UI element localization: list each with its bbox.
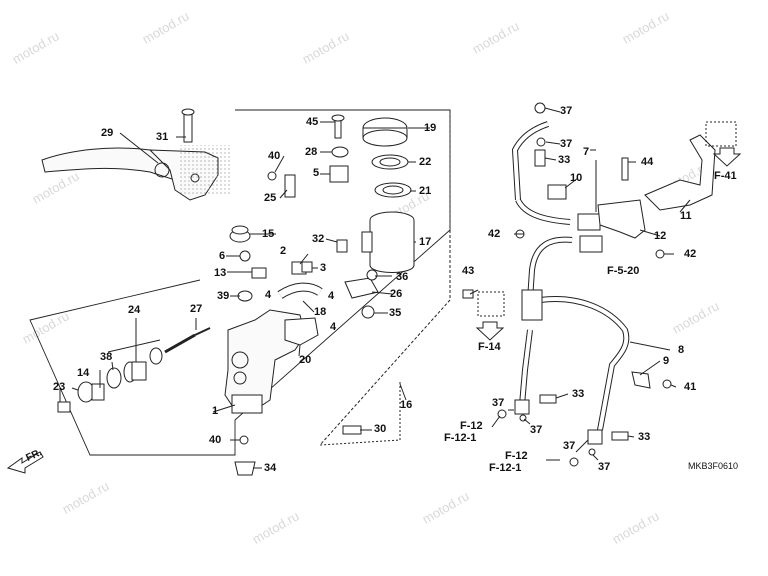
part-label-34[interactable]: 34 bbox=[264, 462, 277, 474]
part-label-12[interactable]: 12 bbox=[654, 230, 667, 242]
part-label-11[interactable]: 11 bbox=[680, 210, 692, 222]
part-label-40[interactable]: 40 bbox=[268, 150, 281, 162]
part-label-14[interactable]: 14 bbox=[77, 367, 90, 379]
ref-f12-1[interactable]: F-12-1 bbox=[489, 462, 522, 474]
part-label-40[interactable]: 40 bbox=[209, 434, 222, 446]
ref-f12-1[interactable]: F-12-1 bbox=[444, 432, 477, 444]
part-label-31[interactable]: 31 bbox=[156, 131, 169, 143]
part-label-20[interactable]: 20 bbox=[299, 354, 312, 366]
part-label-2[interactable]: 2 bbox=[280, 245, 287, 257]
part-label-18[interactable]: 18 bbox=[314, 306, 327, 318]
part-label-4[interactable]: 4 bbox=[330, 321, 337, 333]
part-label-42[interactable]: 42 bbox=[684, 248, 697, 260]
part-label-7[interactable]: 7 bbox=[583, 146, 590, 158]
part-label-4[interactable]: 4 bbox=[265, 289, 272, 301]
part-label-42[interactable]: 42 bbox=[488, 228, 501, 240]
part-label-3[interactable]: 3 bbox=[320, 262, 327, 274]
part-label-30[interactable]: 30 bbox=[374, 423, 387, 435]
ref-f12[interactable]: F-12 bbox=[505, 450, 528, 462]
part-label-22[interactable]: 22 bbox=[419, 156, 432, 168]
part-label-25[interactable]: 25 bbox=[264, 192, 277, 204]
part-label-41[interactable]: 41 bbox=[684, 381, 697, 393]
part-label-19[interactable]: 19 bbox=[424, 122, 437, 134]
part-label-33[interactable]: 33 bbox=[638, 431, 651, 443]
ref-f12[interactable]: F-12 bbox=[460, 420, 483, 432]
part-label-37[interactable]: 37 bbox=[598, 461, 611, 473]
part-label-13[interactable]: 13 bbox=[214, 267, 227, 279]
part-label-27[interactable]: 27 bbox=[190, 303, 203, 315]
part-label-16[interactable]: 16 bbox=[400, 399, 413, 411]
part-label-32[interactable]: 32 bbox=[312, 233, 325, 245]
part-label-37[interactable]: 37 bbox=[530, 424, 543, 436]
part-label-8[interactable]: 8 bbox=[678, 344, 685, 356]
part-label-44[interactable]: 44 bbox=[641, 156, 654, 168]
part-label-37[interactable]: 37 bbox=[560, 138, 573, 150]
part-label-33[interactable]: 33 bbox=[558, 154, 571, 166]
part-label-28[interactable]: 28 bbox=[305, 146, 318, 158]
part-label-39[interactable]: 39 bbox=[217, 290, 230, 302]
part-label-37[interactable]: 37 bbox=[560, 105, 573, 117]
part-label-5[interactable]: 5 bbox=[313, 167, 320, 179]
part-label-21[interactable]: 21 bbox=[419, 185, 432, 197]
part-label-37[interactable]: 37 bbox=[563, 440, 576, 452]
part-label-9[interactable]: 9 bbox=[663, 355, 670, 367]
part-label-43[interactable]: 43 bbox=[462, 265, 475, 277]
part-label-23[interactable]: 23 bbox=[53, 381, 66, 393]
part-label-35[interactable]: 35 bbox=[389, 307, 402, 319]
part-label-37[interactable]: 37 bbox=[492, 397, 505, 409]
part-label-10[interactable]: 10 bbox=[570, 172, 583, 184]
part-label-1[interactable]: 1 bbox=[212, 405, 219, 417]
part-label-24[interactable]: 24 bbox=[128, 304, 141, 316]
part-label-15[interactable]: 15 bbox=[262, 228, 275, 240]
part-label-45[interactable]: 45 bbox=[306, 116, 319, 128]
part-label-36[interactable]: 36 bbox=[396, 271, 409, 283]
part-label-38[interactable]: 38 bbox=[100, 351, 113, 363]
part-label-33[interactable]: 33 bbox=[572, 388, 585, 400]
part-label-29[interactable]: 29 bbox=[101, 127, 114, 139]
part-label-6[interactable]: 6 bbox=[219, 250, 226, 262]
part-label-17[interactable]: 17 bbox=[419, 236, 432, 248]
ref-f5-20[interactable]: F-5-20 bbox=[607, 265, 640, 277]
diagram-code: MKB3F0610 bbox=[688, 461, 739, 471]
ref-f14[interactable]: F-14 bbox=[478, 341, 501, 353]
ref-f41[interactable]: F-41 bbox=[714, 170, 737, 182]
part-label-26[interactable]: 26 bbox=[390, 288, 403, 300]
part-label-4[interactable]: 4 bbox=[328, 290, 335, 302]
